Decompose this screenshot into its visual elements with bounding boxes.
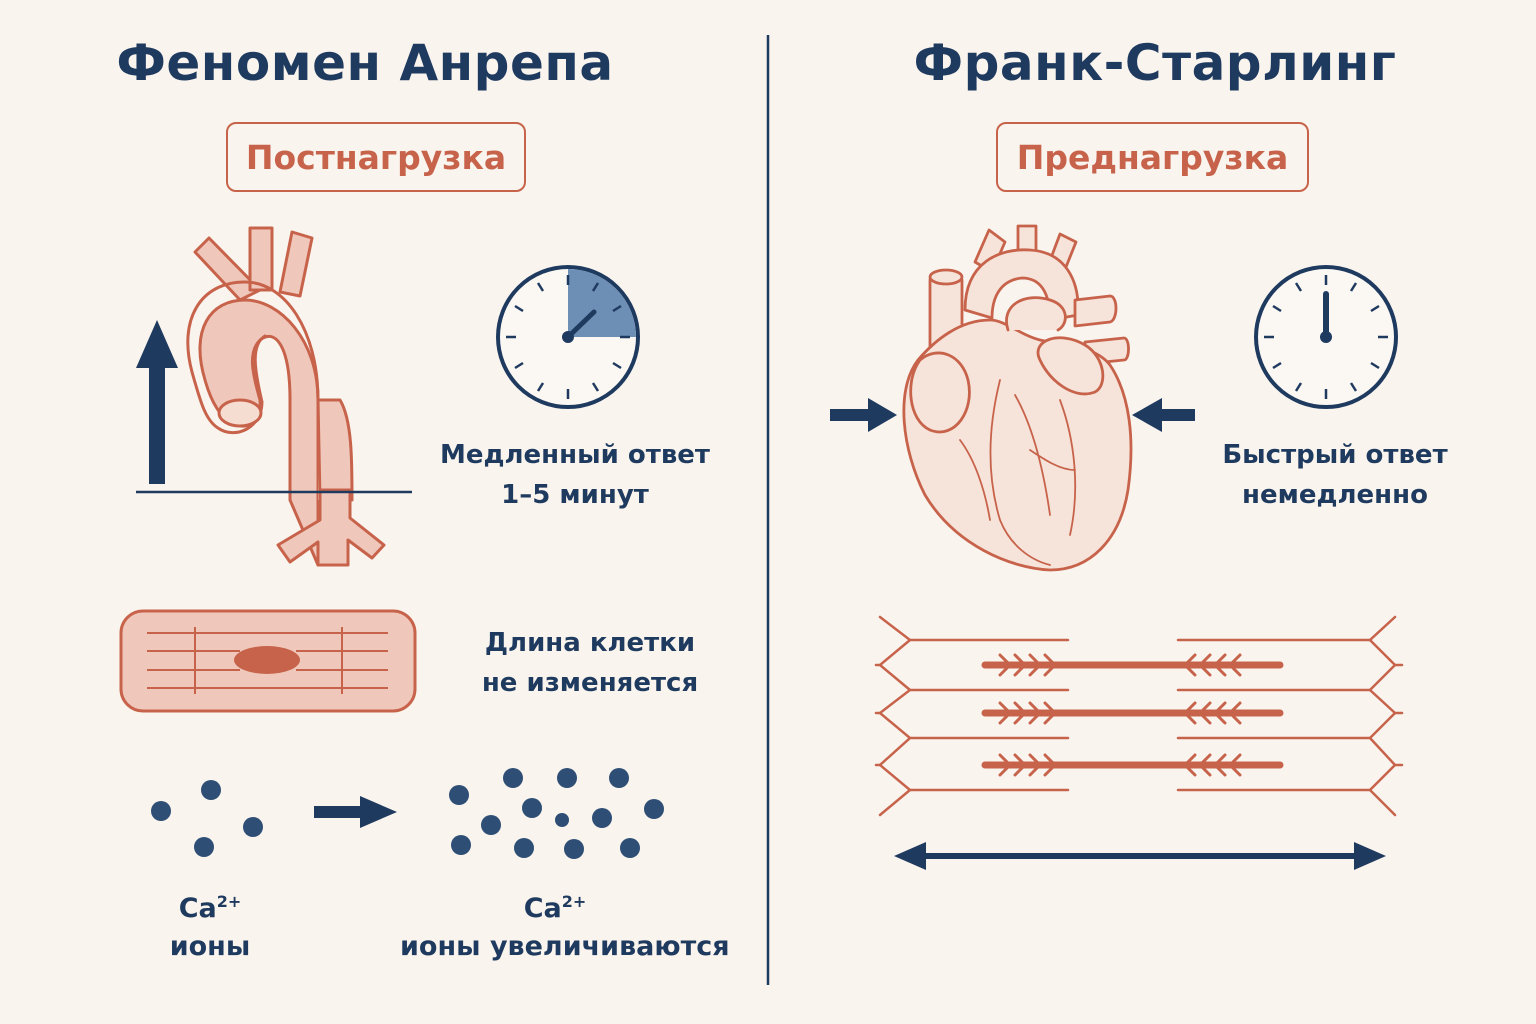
clock-icon <box>1254 265 1398 409</box>
calcium-after-label: Ca2+ ионы увеличиваются <box>400 892 730 962</box>
cardiomyocyte-icon <box>119 609 417 713</box>
sarcomere-icon <box>874 615 1404 817</box>
preload-badge: Преднагрузка <box>996 122 1309 192</box>
aorta-icon <box>186 226 386 567</box>
slow-response-label: Медленный ответ 1–5 минут <box>440 440 710 510</box>
compression-arrow-icon <box>830 398 897 432</box>
calcium-ions-icon <box>449 768 664 859</box>
cell-length-label: Длина клетки не изменяется <box>481 628 699 698</box>
compression-arrow-icon <box>1132 398 1195 432</box>
stretch-arrow-icon <box>894 842 1386 870</box>
heart-icon <box>902 224 1133 572</box>
calcium-before-label: Ca2+ ионы <box>169 892 251 962</box>
right-arrow-icon <box>314 796 397 828</box>
left-title: Феномен Анрепа <box>116 34 614 92</box>
up-arrow-icon <box>136 320 178 484</box>
right-title: Франк-Старлинг <box>913 34 1397 92</box>
afterload-badge: Постнагрузка <box>226 122 526 192</box>
clock-icon <box>496 265 640 409</box>
calcium-ions-icon <box>151 780 263 857</box>
fast-response-label: Быстрый ответ немедленно <box>1222 440 1448 510</box>
